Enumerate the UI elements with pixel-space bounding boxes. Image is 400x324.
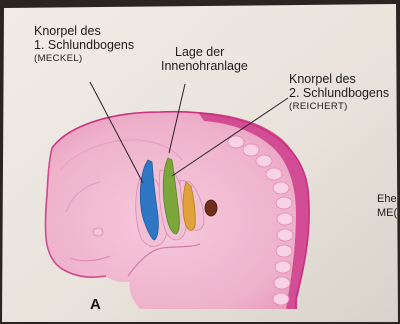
label-meckel-line1: Knorpel des	[34, 24, 134, 38]
label-reichert-line2: 2. Schlundbogens	[289, 86, 389, 100]
label-inner-ear-line1: Lage der	[161, 45, 248, 59]
label-inner-ear: Lage der Innenohranlage	[161, 45, 248, 73]
label-meckel-line3: (MECKEL)	[34, 52, 134, 66]
label-right-margin: Ehe ME(	[377, 192, 397, 220]
label-reichert-line1: Knorpel des	[289, 72, 389, 86]
eye-anlage	[93, 228, 103, 236]
figure-letter: A	[90, 296, 101, 313]
ear-pit	[205, 200, 217, 216]
label-right-margin-line2: ME(	[377, 206, 397, 220]
label-reichert-line3: (REICHERT)	[289, 100, 389, 114]
label-inner-ear-line2: Innenohranlage	[161, 59, 248, 73]
label-right-margin-line1: Ehe	[377, 192, 397, 206]
label-reichert: Knorpel des 2. Schlundbogens (REICHERT)	[289, 72, 389, 114]
label-meckel-line2: 1. Schlundbogens	[34, 38, 134, 52]
label-meckel: Knorpel des 1. Schlundbogens (MECKEL)	[34, 24, 134, 66]
